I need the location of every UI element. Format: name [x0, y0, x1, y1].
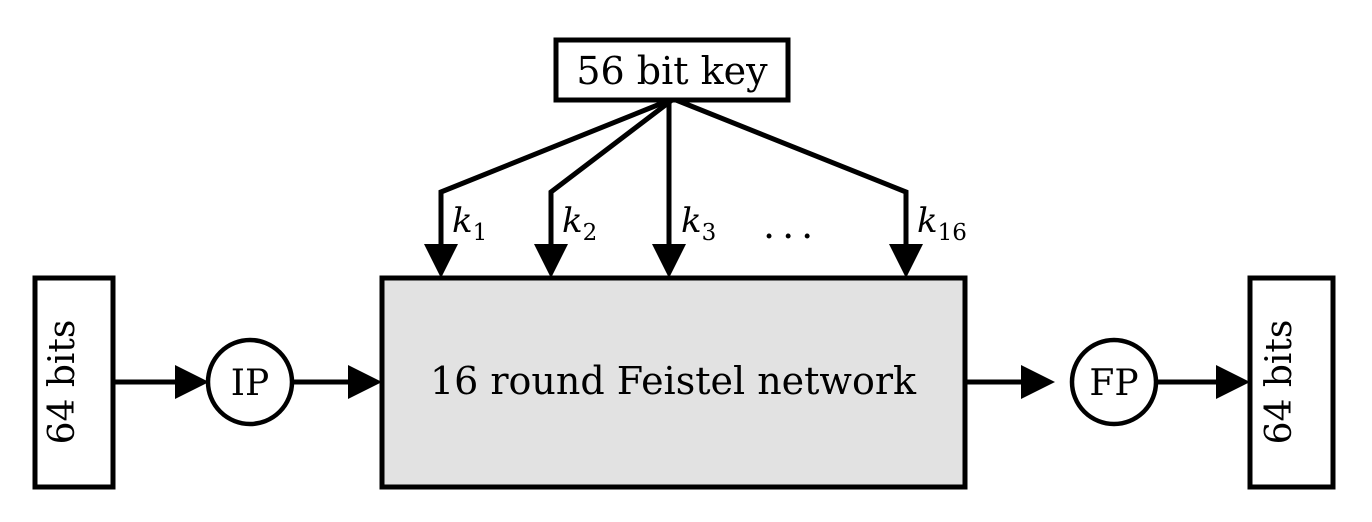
ip-label: IP	[231, 363, 269, 404]
input-box-label: 64 bits	[42, 320, 83, 445]
subkey-base-k16: k	[917, 201, 938, 241]
input-box[interactable]: 64 bits	[32, 275, 116, 490]
arrowhead-network-to-fp	[1021, 365, 1055, 399]
subkey-base-k3: k	[681, 201, 702, 241]
subkey-sub-k2: 2	[583, 220, 598, 246]
ip-circle[interactable]	[205, 337, 295, 427]
subkey-label-k1: k1	[452, 201, 487, 246]
subkey-sub-k1: 1	[473, 220, 488, 246]
arrowhead-ip-to-network	[348, 365, 382, 399]
arrowhead-input-to-ip	[175, 365, 209, 399]
output-box[interactable]: 64 bits	[1247, 275, 1336, 490]
input-box-rect[interactable]	[32, 275, 116, 490]
data-flow-lines	[113, 365, 1250, 399]
feistel-box-label: 16 round Feistel network	[430, 359, 917, 403]
arrowhead-fp-to-output	[1216, 365, 1250, 399]
key-box[interactable]: 56 bit key	[553, 37, 791, 103]
arrowhead-k3	[652, 244, 686, 278]
output-box-label: 64 bits	[1259, 320, 1300, 445]
key-line-k2	[548, 98, 674, 262]
key-schedule-lines	[424, 97, 923, 278]
subkey-base-k1: k	[452, 201, 473, 241]
subkey-ellipsis: ...	[763, 203, 820, 247]
final-permutation-node[interactable]: FP	[1069, 337, 1159, 427]
arrowhead-k1	[424, 244, 458, 278]
feistel-box-rect[interactable]	[379, 275, 968, 490]
key-line-k1	[438, 97, 671, 262]
key-box-label: 56 bit key	[576, 49, 768, 93]
subkey-label-k3: k3	[681, 201, 716, 246]
output-box-rect[interactable]	[1247, 275, 1336, 490]
feistel-network-box[interactable]: 16 round Feistel network	[379, 275, 968, 490]
key-line-k16	[675, 97, 909, 262]
subkey-sub-k16: 16	[938, 220, 967, 246]
subkey-label-k16: k16	[917, 201, 967, 246]
subkey-label-k2: k2	[562, 201, 597, 246]
fp-label: FP	[1089, 363, 1138, 404]
initial-permutation-node[interactable]: IP	[205, 337, 295, 427]
arrowhead-k2	[534, 244, 568, 278]
subkey-sub-k3: 3	[702, 220, 717, 246]
fp-circle[interactable]	[1069, 337, 1159, 427]
arrowhead-k16	[889, 244, 923, 278]
subkey-base-k2: k	[562, 201, 583, 241]
subkey-labels: k1 k2 k3 ... k16	[452, 201, 967, 247]
key-box-rect[interactable]	[553, 37, 791, 103]
